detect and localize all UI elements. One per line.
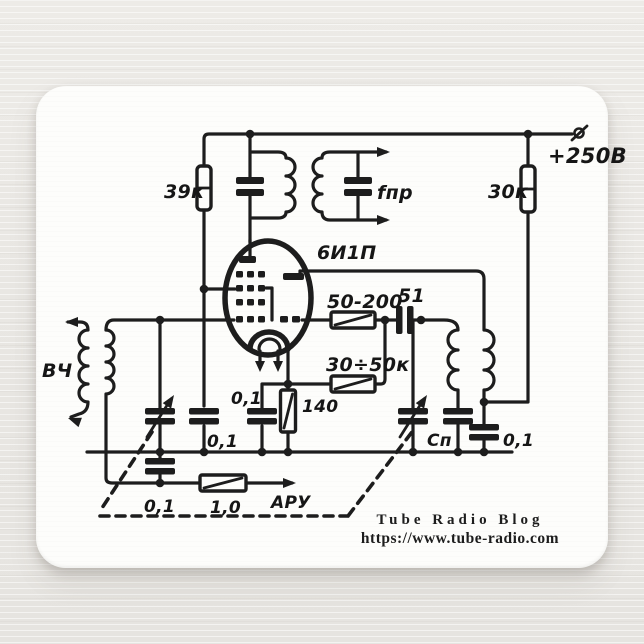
variable-capacitor-padder (398, 395, 428, 439)
resistor-30k (519, 164, 537, 214)
heater-arrow (255, 361, 265, 372)
brand-url: https://www.tube-radio.com (360, 530, 560, 547)
if-transformer-wiring (248, 132, 388, 244)
heater-arrow (273, 361, 283, 372)
cathode-capacitor-0-1 (247, 408, 277, 425)
resistor-39k (195, 164, 213, 212)
label-sp: Сп (427, 431, 452, 451)
label-30k: 30к (488, 181, 529, 203)
triode-section (280, 273, 304, 323)
label-39k: 39к (164, 181, 205, 203)
grid-capacitor-0-1 (189, 408, 219, 425)
label-fpr: fпр (377, 182, 413, 204)
oscillator-bypass-capacitor-0-1 (469, 424, 499, 441)
variable-capacitor-input (145, 395, 175, 439)
if-primary-capacitor (236, 177, 264, 196)
agc-output-arrow (283, 478, 296, 488)
label-agc-cap: 0,1 (144, 497, 175, 517)
label-osc-bypass-cap: 0,1 (503, 431, 534, 451)
arrow-right (377, 147, 390, 157)
label-30-50k: 30÷50к (326, 354, 410, 376)
label-cathode-cap: 0,1 (231, 389, 262, 409)
rf-input-coil-wiring (66, 320, 202, 485)
triode-anode-feedback-wiring (298, 269, 496, 454)
tube-6i1p (222, 238, 314, 372)
variable-arrow (162, 395, 174, 409)
label-140: 140 (302, 397, 338, 417)
tuning-gang-dashed-link (98, 430, 414, 518)
heptode-anode (239, 238, 256, 263)
if-secondary-capacitor (344, 177, 372, 196)
heptode-grids (236, 271, 274, 323)
label-51: 51 (398, 285, 425, 307)
tube-envelope (222, 238, 314, 358)
cathode-and-heater (247, 329, 291, 372)
label-50-200: 50-200 (327, 291, 403, 313)
resistor-50-200 (329, 310, 377, 330)
arrow-left (68, 417, 82, 428)
component-labels: 39к 30к fпр +250В 6И1П 50-200 51 30÷50к … (42, 144, 627, 518)
variable-arrow (415, 395, 427, 409)
label-vch: ВЧ (42, 360, 72, 382)
label-grid-cap: 0,1 (207, 432, 238, 452)
tuning-capacitor-branches (158, 318, 415, 454)
coupling-capacitor-51 (396, 306, 414, 334)
resistor-1-0 (198, 473, 248, 493)
label-plus-250v: +250В (548, 144, 627, 168)
brand-block: Tube Radio Blog https://www.tube-radio.c… (352, 512, 568, 548)
arrow-left (65, 317, 78, 327)
plate-supply-rail (202, 132, 574, 454)
label-aru: АРУ (269, 493, 311, 513)
junction-dots (155, 129, 533, 488)
supply-terminal (570, 124, 589, 142)
label-agc-res: 1,0 (210, 498, 241, 518)
oscillator-tank-capacitor (443, 408, 473, 425)
screen-resistor-wiring (484, 132, 530, 404)
resistor-30-50k (329, 374, 377, 394)
brand-name: Tube Radio Blog (376, 512, 544, 528)
resistor-140 (278, 388, 298, 434)
if-output-arrows (377, 147, 390, 225)
label-tube-6i1p: 6И1П (317, 242, 376, 264)
arrow-right (377, 215, 390, 225)
mousepad (36, 86, 608, 568)
agc-capacitor-0-1 (145, 458, 175, 475)
rf-input-arrows (65, 317, 82, 428)
